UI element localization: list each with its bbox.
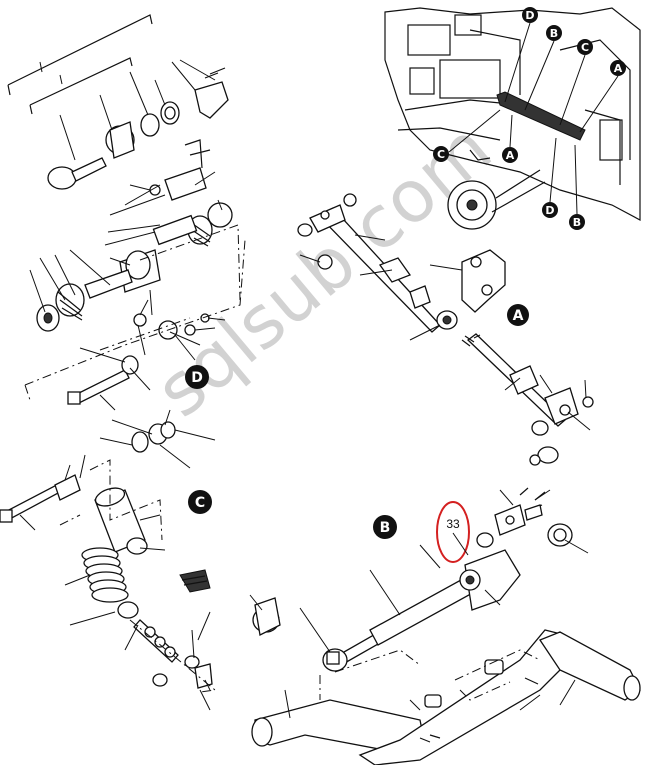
svg-text:D: D — [545, 204, 554, 217]
callout-33[interactable]: 33 — [436, 501, 470, 563]
location-marker-top-b: B — [546, 25, 562, 41]
detail-marker-d: D — [185, 365, 209, 389]
location-marker-bottom-a: A — [502, 147, 518, 163]
svg-text:C: C — [195, 495, 205, 511]
svg-text:D: D — [191, 370, 203, 386]
machine-overview — [384, 7, 641, 230]
switch-assembly-d — [7, 14, 246, 411]
spring-assembly-c — [0, 409, 217, 711]
location-marker-top-d: D — [522, 7, 538, 23]
svg-text:D: D — [525, 9, 534, 22]
svg-text:C: C — [581, 41, 589, 54]
svg-text:C: C — [437, 148, 445, 161]
callout-leader-line — [452, 532, 469, 556]
location-marker-bottom-b: B — [569, 214, 585, 230]
detail-marker-b: B — [373, 515, 397, 539]
svg-text:A: A — [506, 149, 515, 162]
svg-text:B: B — [573, 216, 581, 229]
svg-text:A: A — [614, 62, 623, 75]
location-marker-top-c: C — [577, 39, 593, 55]
coil-spring — [81, 547, 129, 603]
svg-text:B: B — [550, 27, 558, 40]
detail-marker-a: A — [507, 304, 529, 326]
location-marker-top-a: A — [610, 60, 626, 76]
callout-number: 33 — [446, 517, 460, 531]
location-pointer-lines — [448, 22, 619, 215]
callout-highlight-ring — [436, 501, 470, 563]
svg-text:A: A — [513, 308, 524, 324]
detail-marker-c: C — [188, 490, 212, 514]
svg-text:B: B — [380, 520, 391, 536]
rod-linkage-a — [297, 193, 594, 466]
location-marker-bottom-d: D — [542, 202, 558, 218]
location-marker-bottom-c: C — [433, 146, 449, 162]
shaft-assembly-b — [249, 487, 641, 765]
